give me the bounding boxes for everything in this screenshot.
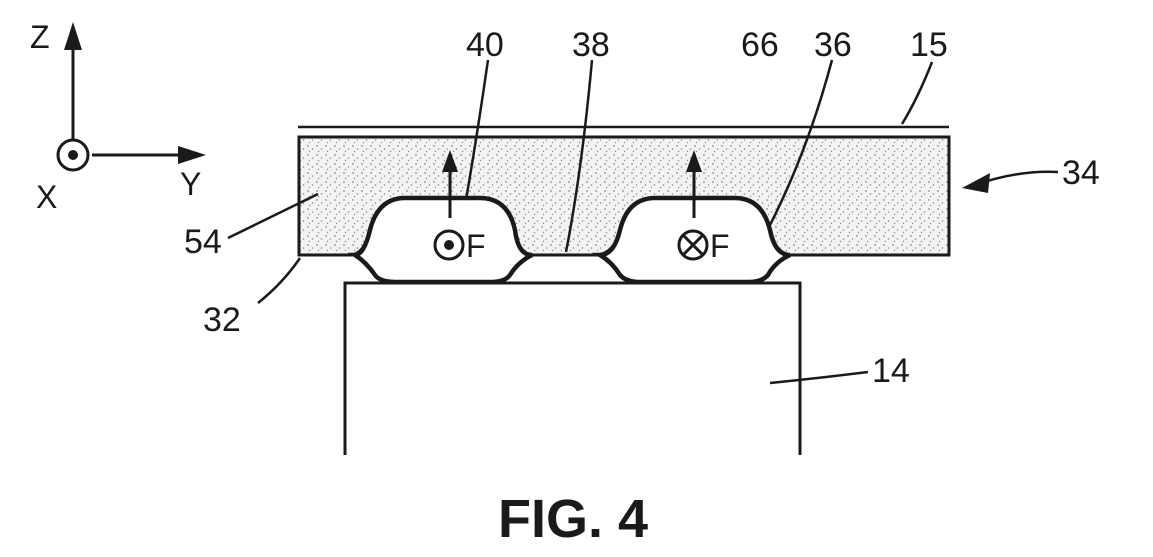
z-axis-label: Z bbox=[30, 19, 50, 55]
out-of-page-dot bbox=[444, 240, 454, 250]
y-axis-label: Y bbox=[180, 166, 201, 202]
x-axis-label: X bbox=[36, 179, 57, 215]
ref-54: 54 bbox=[184, 223, 222, 261]
leader-15 bbox=[902, 62, 932, 124]
ref-32: 32 bbox=[203, 301, 241, 339]
z-axis-arrowhead bbox=[64, 22, 82, 50]
force-label-36: F bbox=[710, 228, 730, 264]
ref-34: 34 bbox=[1062, 154, 1100, 192]
ref-15: 15 bbox=[910, 26, 948, 64]
ref-36: 36 bbox=[814, 26, 852, 64]
leader-14 bbox=[770, 372, 868, 383]
force-label-40: F bbox=[466, 228, 486, 264]
y-axis-arrowhead bbox=[178, 146, 206, 164]
body-14 bbox=[345, 283, 800, 455]
leader-34-arrowhead bbox=[962, 173, 990, 193]
ref-38: 38 bbox=[572, 26, 610, 64]
figure-caption: FIG. 4 bbox=[498, 489, 648, 549]
coordinate-axes: Z X Y bbox=[30, 19, 206, 215]
leader-32 bbox=[258, 258, 300, 303]
ref-14: 14 bbox=[872, 352, 910, 390]
ref-66: 66 bbox=[741, 26, 779, 64]
x-axis-dot bbox=[68, 150, 78, 160]
ref-40: 40 bbox=[466, 26, 504, 64]
